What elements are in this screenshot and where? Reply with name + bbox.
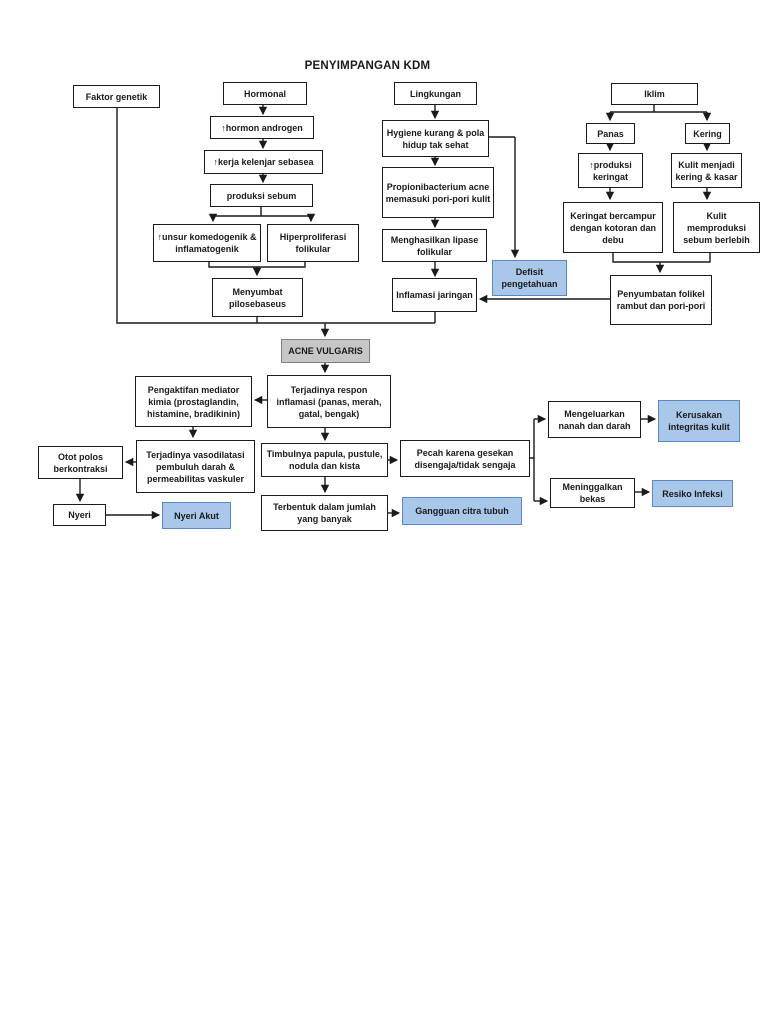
node-mengeluarkan-nanah: Mengeluarkan nanah dan darah	[548, 401, 641, 438]
node-propionibacterium: Propionibacterium acne memasuki pori-por…	[382, 167, 494, 218]
node-penyumbatan-folikel: Penyumbatan folikel rambut dan pori-pori	[610, 275, 712, 325]
node-panas: Panas	[586, 123, 635, 144]
node-menyumbat-pilosebaseus: Menyumbat pilosebaseus	[212, 278, 303, 317]
split-produksi-sebum	[213, 207, 311, 217]
node-keringat-bercampur: Keringat bercampur dengan kotoran dan de…	[563, 202, 663, 253]
node-nyeri: Nyeri	[53, 504, 106, 526]
split-iklim	[610, 105, 707, 113]
merge-bracket-left	[208, 262, 306, 268]
node-produksi-sebum: produksi sebum	[210, 184, 313, 207]
page-title: PENYIMPANGAN KDM	[304, 60, 431, 72]
node-kulit-memproduksi: Kulit memproduksi sebum berlebih	[673, 202, 760, 253]
node-produksi-keringat: ↑produksi keringat	[578, 153, 643, 188]
node-resiko-infeksi: Resiko Infeksi	[652, 480, 733, 507]
node-timbulnya-papula: Timbulnya papula, pustule, nodula dan ki…	[261, 443, 388, 477]
node-kering: Kering	[685, 123, 730, 144]
node-inflamasi-jaringan: Inflamasi jaringan	[392, 278, 477, 312]
node-faktor-genetik: Faktor genetik	[73, 85, 160, 108]
branch-pecah	[530, 419, 535, 501]
merge-bracket-iklim	[612, 253, 711, 263]
node-kerusakan-integritas: Kerusakan integritas kulit	[658, 400, 740, 442]
node-terbentuk-banyak: Terbentuk dalam jumlah yang banyak	[261, 495, 388, 531]
node-hygiene-kurang: Hygiene kurang & pola hidup tak sehat	[382, 120, 489, 157]
node-nyeri-akut: Nyeri Akut	[162, 502, 231, 529]
node-gangguan-citra-tubuh: Gangguan citra tubuh	[402, 497, 522, 525]
node-acne-vulgaris: ACNE VULGARIS	[281, 339, 370, 363]
node-hormonal: Hormonal	[223, 82, 307, 105]
node-otot-polos: Otot polos berkontraksi	[38, 446, 123, 479]
node-hormon-androgen: ↑hormon androgen	[210, 116, 314, 139]
node-lingkungan: Lingkungan	[394, 82, 477, 105]
node-meninggalkan-bekas: Meninggalkan bekas	[550, 478, 635, 508]
node-pecah-gesekan: Pecah karena gesekan disengaja/tidak sen…	[400, 440, 530, 477]
node-vasodilatasi: Terjadinya vasodilatasi pembuluh darah &…	[136, 440, 255, 493]
node-respon-inflamasi: Terjadinya respon inflamasi (panas, mera…	[267, 375, 391, 428]
node-pengaktifan-mediator: Pengaktifan mediator kimia (prostaglandi…	[135, 376, 252, 427]
node-unsur-komedogenik: ↑unsur komedogenik & inflamatogenik	[153, 224, 261, 262]
node-hiperproliferasi-folikular: Hiperproliferasi folikular	[267, 224, 359, 262]
node-kerja-kelenjar-sebasea: ↑kerja kelenjar sebasea	[204, 150, 323, 174]
node-iklim: Iklim	[611, 83, 698, 105]
node-lipase-folikular: Menghasilkan lipase folikular	[382, 229, 487, 262]
node-defisit-pengetahuan: Defisit pengetahuan	[492, 260, 567, 296]
node-kulit-kering-kasar: Kulit menjadi kering & kasar	[671, 153, 742, 188]
